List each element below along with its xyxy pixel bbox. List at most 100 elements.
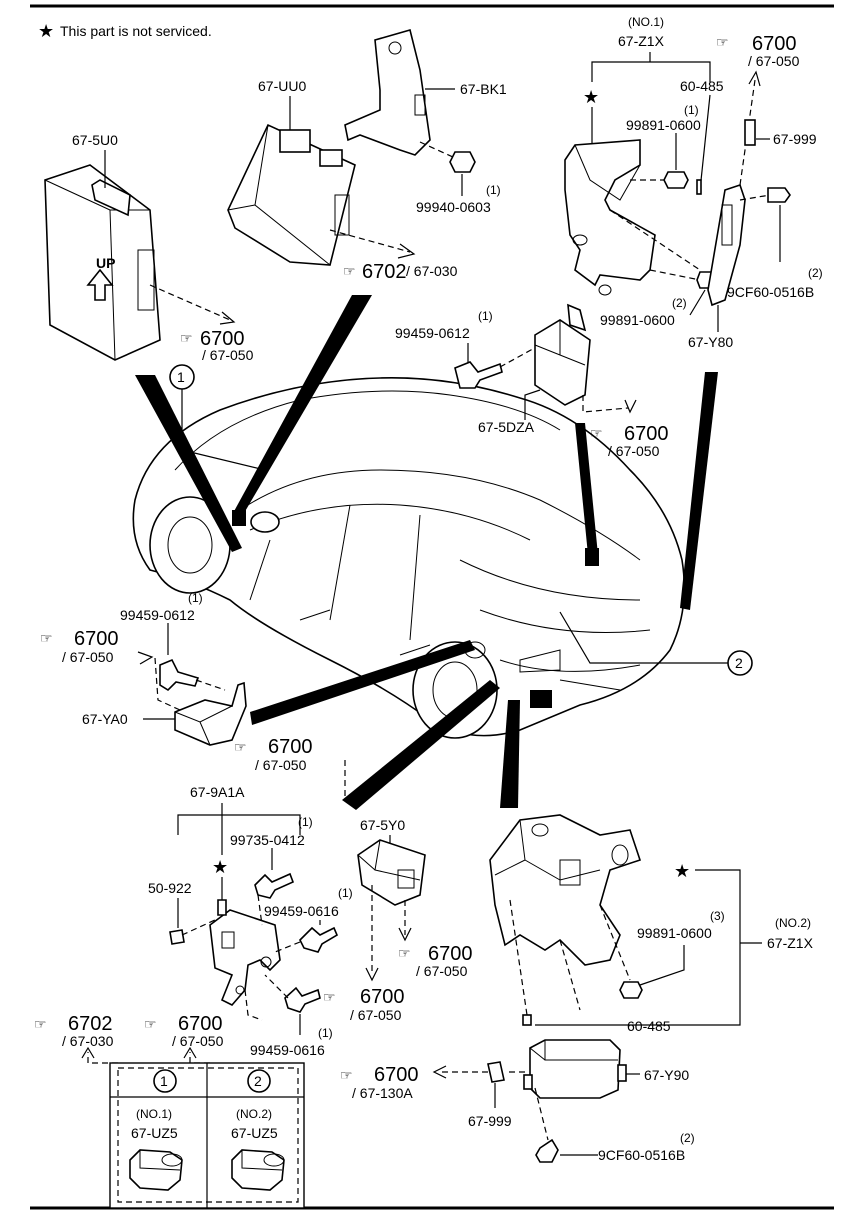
ref-icon: ☞: [34, 1016, 47, 1032]
ref-6700-e: 6700: [268, 736, 313, 758]
ref-6700-b-sub: / 67-050: [748, 53, 800, 69]
qty-9cf60-b: (2): [680, 1131, 695, 1145]
label-67-ya0: 67-YA0: [82, 711, 128, 727]
bolt-99735: [254, 872, 295, 899]
ref-6700-g-sub: / 67-050: [350, 1007, 402, 1023]
leader-wedge: [342, 680, 500, 810]
label-no1: (NO.1): [628, 15, 664, 29]
sensor-67-uz5-no1: [129, 1149, 183, 1191]
label-99891-0600-c: 99891-0600: [637, 925, 712, 941]
label-60-485-b: 60-485: [627, 1018, 671, 1034]
table-col1-number: 1: [160, 1073, 168, 1089]
label-9cf60-0516b-b: 9CF60-0516B: [598, 1147, 685, 1163]
qty-9cf60-a: (2): [808, 266, 823, 280]
ref-icon: ☞: [144, 1016, 157, 1032]
label-50-922: 50-922: [148, 880, 192, 896]
module-67-5y0: [357, 839, 426, 906]
ref-6700-d-sub: / 67-050: [62, 649, 114, 665]
module-67-y90: [523, 1039, 627, 1099]
label-67-z1x-a: 67-Z1X: [618, 33, 665, 49]
table-col2-number: 2: [254, 1073, 262, 1089]
qty-99735: (1): [298, 815, 313, 829]
label-99459-0612-a: 99459-0612: [395, 325, 470, 341]
qty-99459-c: (1): [338, 886, 353, 900]
bolt-99459-b: [159, 658, 200, 692]
clip-60-485-a: [696, 179, 702, 195]
ref-icon: ☞: [343, 263, 356, 279]
ref-icon: ☞: [590, 425, 603, 441]
ref-6700-h-sub: / 67-050: [172, 1033, 224, 1049]
sensor-67-uz5-no2: [231, 1149, 285, 1191]
label-67-y90: 67-Y90: [644, 1067, 689, 1083]
callout-1: 1: [177, 369, 185, 385]
leader-wedge: [232, 295, 372, 520]
bracket-67-9a1a: [209, 899, 281, 1006]
ref-6700-c-sub: / 67-050: [608, 443, 660, 459]
module-67-y80: [707, 183, 746, 307]
label-99459-0612-b: 99459-0612: [120, 607, 195, 623]
label-no2: (NO.2): [775, 916, 811, 930]
star-icon: ★: [674, 861, 690, 881]
ref-icon: ☞: [398, 945, 411, 961]
ref-6700-h: 6700: [178, 1013, 223, 1035]
table-col2-part: 67-UZ5: [231, 1125, 278, 1141]
leader-wedge: [575, 423, 598, 555]
label-99891-0600-a: 99891-0600: [626, 117, 701, 133]
ref-6700-f: 6700: [428, 943, 473, 965]
leader-wedge: [680, 372, 718, 610]
ref-icon: ☞: [234, 739, 247, 755]
label-67-999-a: 67-999: [773, 131, 817, 147]
ref-icon: ☞: [40, 630, 53, 646]
callout-2: 2: [735, 655, 743, 671]
qty-99891-b: (2): [672, 296, 687, 310]
leader-wedge: [135, 375, 242, 552]
label-99459-0616-d: 99459-0616: [250, 1042, 325, 1058]
star-icon: ★: [38, 21, 54, 41]
bolt-99459-c: [299, 926, 339, 953]
nut-99891-a: [663, 171, 689, 189]
module-location-marker: [585, 548, 599, 566]
bracket-67-z1x-no2: [489, 814, 642, 966]
bolt-9cf60-a: [767, 187, 791, 203]
ref-6700-f-sub: / 67-050: [416, 963, 468, 979]
ref-6700-a: 6700: [200, 328, 245, 350]
clip-60-485-b: [522, 1014, 532, 1026]
qty-99459-d: (1): [318, 1026, 333, 1040]
label-67-999-b: 67-999: [468, 1113, 512, 1129]
qty-99891-a: (1): [684, 103, 699, 117]
ref-6700-a-sub: / 67-050: [202, 347, 254, 363]
ref-6700-g: 6700: [360, 986, 405, 1008]
label-60-485-a: 60-485: [680, 78, 724, 94]
label-67-5y0: 67-5Y0: [360, 817, 405, 833]
car-illustration: [132, 377, 686, 739]
module-location-marker: [232, 510, 246, 526]
ref-icon: ☞: [323, 989, 336, 1005]
module-location-marker: [530, 690, 552, 708]
label-67-bk1: 67-BK1: [460, 81, 507, 97]
ref-6702-a-sub: / 67-030: [406, 263, 458, 279]
connector-67-999-b: [487, 1061, 505, 1083]
qty-99459-b: (1): [188, 591, 203, 605]
label-9cf60-0516b-a: 9CF60-0516B: [727, 284, 814, 300]
leader-wedge: [250, 640, 475, 725]
nut-99940: [449, 151, 476, 173]
label-67-5dza: 67-5DZA: [478, 419, 535, 435]
label-99459-0616-c: 99459-0616: [264, 903, 339, 919]
module-67-uu0: [227, 123, 356, 266]
star-icon: ★: [212, 857, 228, 877]
ref-icon: ☞: [716, 34, 729, 50]
star-icon: ★: [583, 87, 599, 107]
ref-6702-b: 6702: [68, 1013, 113, 1035]
qty-99940: (1): [486, 183, 501, 197]
label-67-9a1a: 67-9A1A: [190, 784, 245, 800]
leader-wedge: [500, 700, 520, 808]
clip-50-922: [169, 929, 185, 945]
table-col1-no: (NO.1): [136, 1107, 172, 1121]
bolt-99459-d: [284, 986, 321, 1013]
label-67-z1x-b: 67-Z1X: [767, 935, 814, 951]
bracket-67-bk1: [344, 29, 431, 156]
ref-6702-a: 6702: [362, 261, 407, 283]
connector-67-999-a: [744, 119, 756, 146]
table-col2-no: (NO.2): [236, 1107, 272, 1121]
